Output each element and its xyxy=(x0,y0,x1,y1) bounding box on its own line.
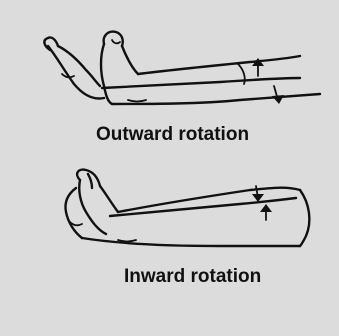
front-foot-heel xyxy=(101,44,112,104)
front-foot-toes xyxy=(104,32,123,46)
upper-leg-outline xyxy=(138,56,300,74)
middle-leg-line xyxy=(102,78,300,88)
toe-separation xyxy=(88,174,92,188)
lower-leg-outline xyxy=(112,94,320,104)
inward-rotation-caption: Inward rotation xyxy=(124,266,261,288)
outward-rotation-panel: Outward rotation xyxy=(0,0,339,160)
lower-leg-outline xyxy=(82,238,300,246)
front-toe-detail xyxy=(112,40,120,43)
knee-bulge xyxy=(300,190,309,246)
outer-foot-top xyxy=(100,186,118,212)
back-foot-sole xyxy=(48,46,104,98)
back-foot-top xyxy=(58,46,100,86)
inward-rotation-panel: Inward rotation xyxy=(0,160,339,336)
inward-rotation-leg-drawing xyxy=(0,160,339,336)
heel-crease xyxy=(118,240,136,242)
front-foot-top xyxy=(122,46,138,74)
outward-rotation-caption: Outward rotation xyxy=(96,124,249,146)
down-arrow-head xyxy=(272,95,284,104)
back-foot-toes xyxy=(44,37,58,50)
heel-crease xyxy=(128,100,146,102)
up-arrow-head xyxy=(260,204,272,212)
